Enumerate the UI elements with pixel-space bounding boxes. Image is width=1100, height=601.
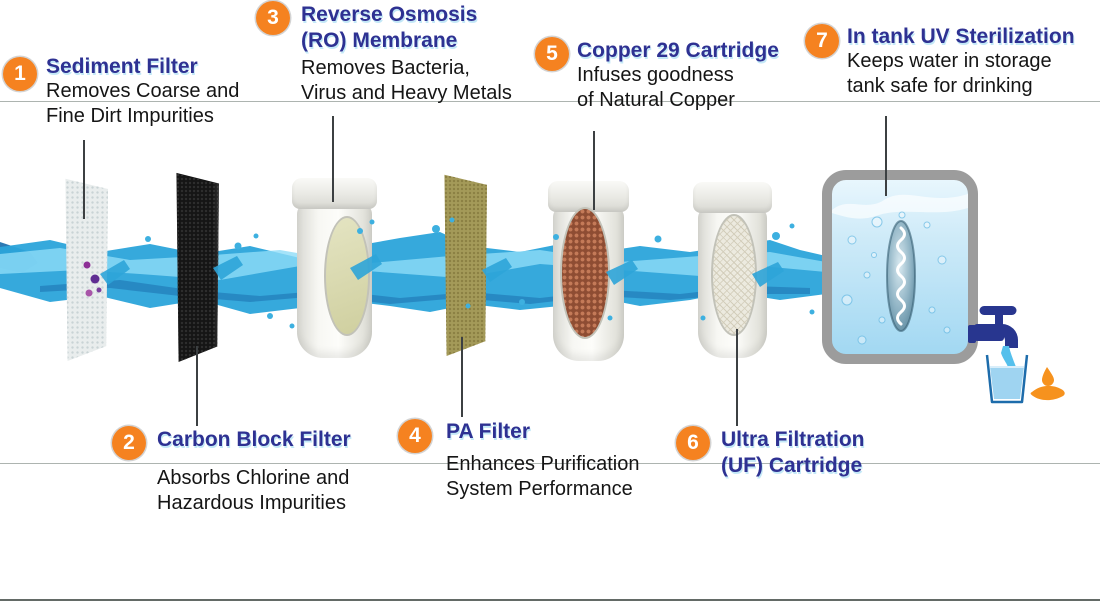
tap-water-stream <box>1001 346 1016 367</box>
hand-with-water-drop-icon <box>1030 367 1065 401</box>
carbon-block-filter-graphic <box>176 172 219 362</box>
water-glass-icon <box>985 354 1029 404</box>
uf-cartridge-graphic <box>693 182 772 358</box>
copper-beads-window <box>560 207 610 339</box>
splash-fans <box>100 254 784 287</box>
divider-line-top <box>0 101 1100 102</box>
divider-line-bottom <box>0 463 1100 464</box>
uf-mesh-window <box>711 214 757 336</box>
copper-cartridge-graphic <box>548 181 629 361</box>
water-tap-icon <box>968 306 1018 348</box>
leader-line <box>736 329 738 426</box>
cartridge-cap <box>292 178 377 209</box>
leader-line <box>196 346 198 426</box>
sediment-filter-graphic <box>65 178 108 361</box>
pa-filter-graphic <box>444 174 487 356</box>
uv-lamp-icon <box>886 220 916 332</box>
leader-line <box>885 116 887 196</box>
leader-line <box>83 140 85 219</box>
leader-line <box>593 131 595 210</box>
dirt-particles-icon <box>83 261 102 297</box>
leader-line <box>332 116 334 202</box>
tank-water-graphic <box>832 194 968 345</box>
cartridge-cap <box>693 182 772 213</box>
leader-line <box>461 337 463 417</box>
water-droplets <box>145 217 815 329</box>
cartridge-cap <box>548 181 629 212</box>
uv-storage-tank-graphic <box>822 170 978 364</box>
ro-membrane-cartridge-graphic <box>292 178 377 358</box>
